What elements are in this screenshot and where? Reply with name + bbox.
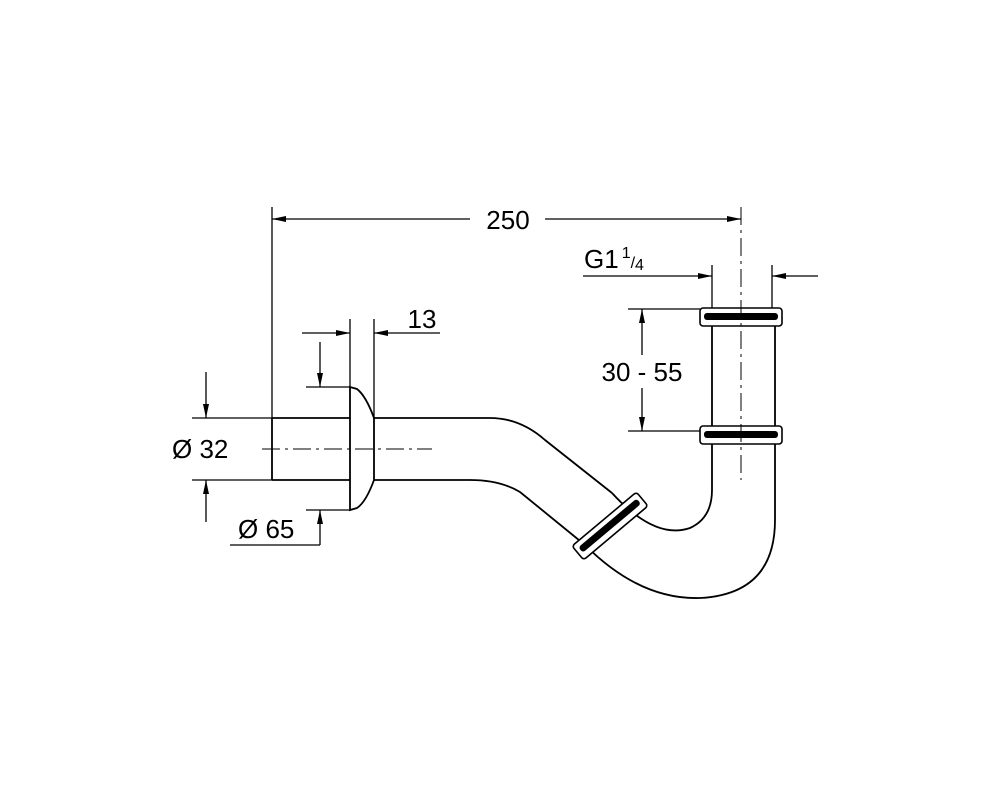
dimension-diameter-32: Ø 32 [172,372,272,522]
thread-slash: / [631,255,636,272]
label-diameter-65: Ø 65 [238,514,294,544]
label-250: 250 [486,205,529,235]
label-diameter-32: Ø 32 [172,434,228,464]
label-adjust-range: 30 - 55 [602,357,683,387]
dimension-250: 250 [271,205,741,418]
dimension-adjust-range: 30 - 55 [602,308,700,432]
angled-nut [572,492,648,560]
horizontal-arm [374,417,613,546]
thread-numerator: 1 [622,245,631,262]
dimension-diameter-65: Ø 65 [230,342,350,546]
thread-denominator: 4 [635,257,644,274]
trap-body [271,322,776,599]
dimension-13: 13 [302,304,440,418]
vertical-riser [711,322,776,432]
thread-prefix: G1 [584,244,619,274]
label-13: 13 [408,304,437,334]
